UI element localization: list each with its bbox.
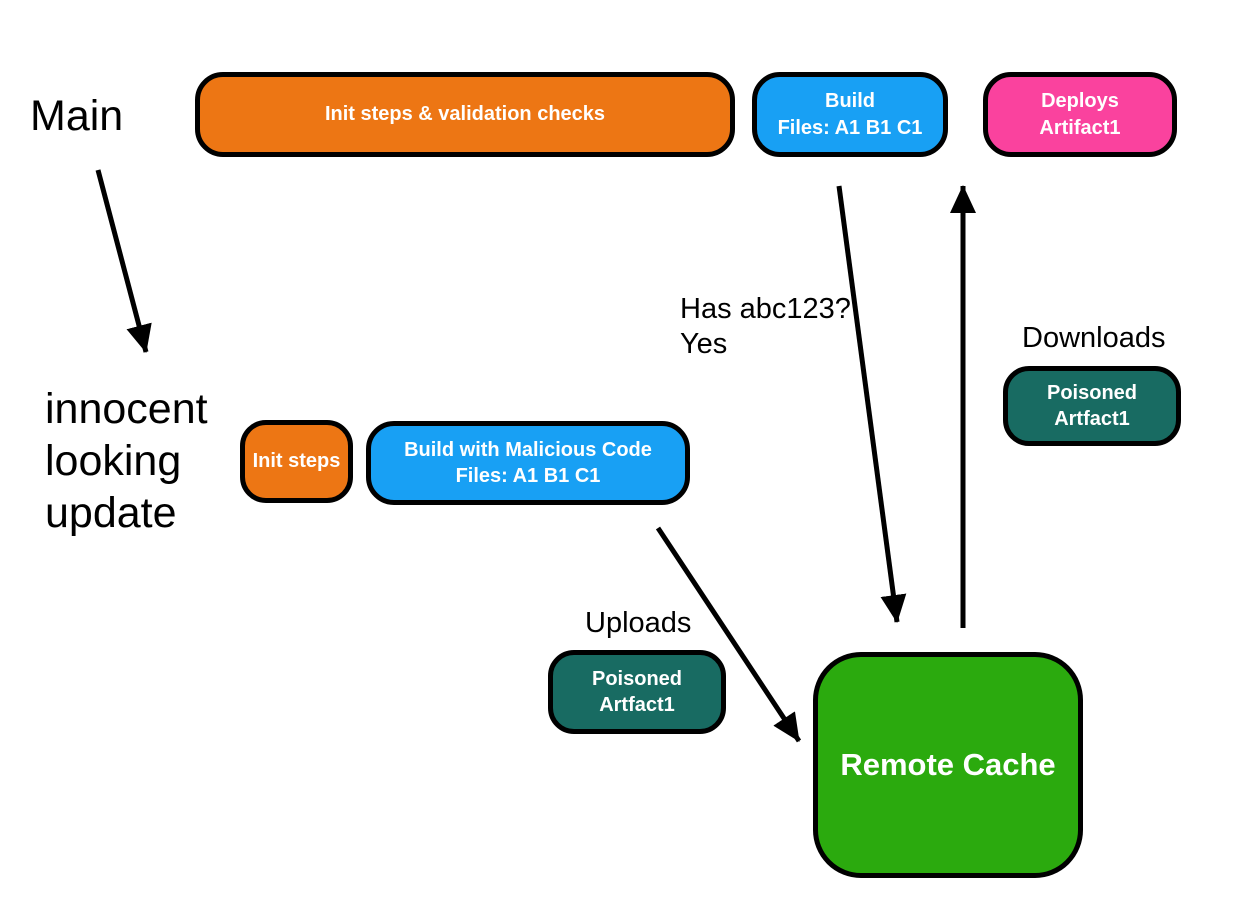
- main-deploy-line-2: Artifact1: [1039, 116, 1121, 139]
- update-init-steps-text: Init steps: [252, 450, 341, 473]
- uploaded-artifact-line-1: Poisoned: [591, 667, 682, 690]
- cache-query-line-2: Yes: [680, 328, 728, 360]
- downloaded-artifact-line-1: Poisoned: [1046, 381, 1137, 404]
- remote-cache-box: Remote Cache: [813, 652, 1083, 878]
- update-branch-line-2: looking: [45, 437, 182, 485]
- cache-query-line-1: Has abc123?: [680, 293, 851, 325]
- arrow-build-upd-to-cache: [655, 526, 802, 743]
- downloaded-artifact-line-2: Artfact1: [1054, 408, 1130, 430]
- update-branch-line-3: update: [45, 489, 177, 537]
- uploads-label: Uploads: [585, 607, 692, 639]
- update-branch-label: innocent looking update: [45, 383, 208, 539]
- update-branch-line-1: innocent: [45, 385, 208, 433]
- arrow-main-to-update: [95, 169, 152, 353]
- main-branch-label: Main: [30, 92, 124, 140]
- main-init-steps-box: Init steps & validation checks: [195, 72, 735, 157]
- main-build-line-2: Files: A1 B1 C1: [777, 116, 923, 139]
- uploaded-artifact-line-2: Artfact1: [599, 694, 675, 716]
- update-init-steps-box: Init steps: [240, 420, 353, 503]
- update-build-box: Build with Malicious Code Files: A1 B1 C…: [366, 421, 690, 505]
- main-build-line-1: Build: [825, 90, 875, 113]
- main-deploy-line-1: Deploys: [1041, 90, 1119, 113]
- cache-query-label: Has abc123? Yes: [680, 292, 851, 362]
- main-init-steps-text: Init steps & validation checks: [324, 103, 606, 126]
- uploaded-artifact-box: Poisoned Artfact1: [548, 650, 726, 734]
- main-build-box: Build Files: A1 B1 C1: [752, 72, 948, 157]
- downloaded-artifact-box: Poisoned Artfact1: [1003, 366, 1181, 446]
- main-deploy-box: Deploys Artifact1: [983, 72, 1177, 157]
- update-build-line-2: Files: A1 B1 C1: [455, 465, 601, 487]
- downloads-label: Downloads: [1022, 322, 1166, 354]
- remote-cache-text: Remote Cache: [840, 746, 1056, 782]
- arrow-build-to-cache-query: [836, 185, 907, 623]
- update-build-line-1: Build with Malicious Code: [404, 438, 652, 461]
